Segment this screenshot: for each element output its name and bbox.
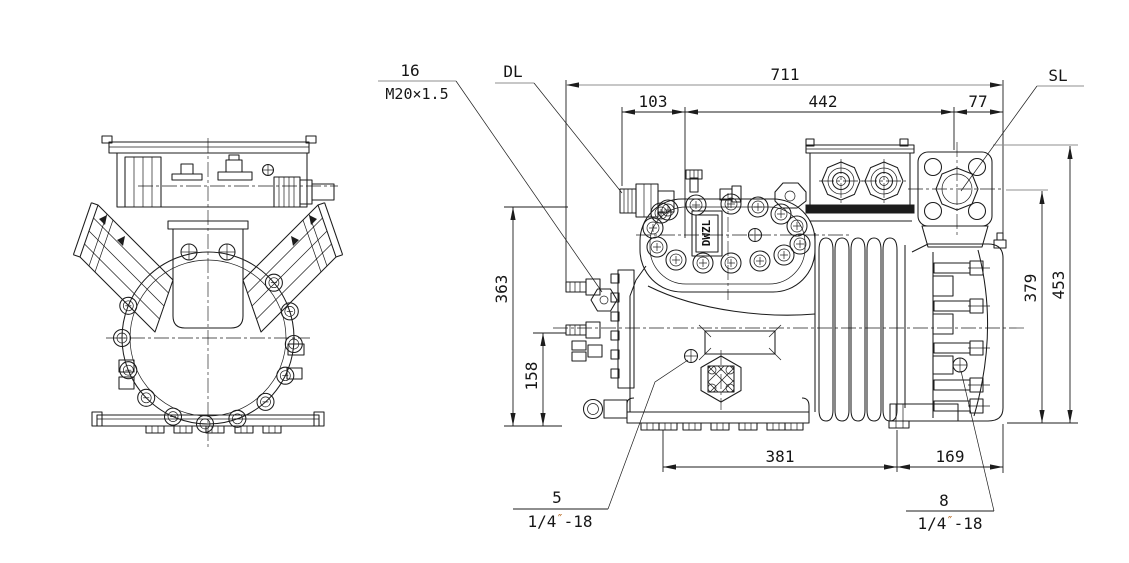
label-sl-text: SL (1048, 66, 1067, 85)
dim-442-text: 442 (809, 92, 838, 111)
dim-453-text: 453 (1049, 271, 1068, 300)
crankcase-side (626, 233, 816, 431)
valve-box (805, 138, 915, 214)
callout-5-text: 5 (552, 488, 562, 507)
dim-77-text: 77 (968, 92, 987, 111)
callout-dl: DL (495, 62, 623, 194)
front-view (72, 135, 344, 448)
callout-5-thread-text: 1/4″-18 (527, 512, 592, 531)
dim-363-text: 363 (492, 275, 511, 304)
dim-379: 379 (1021, 191, 1045, 423)
relief-valve (774, 182, 807, 209)
dim-453: 453 (1049, 146, 1073, 423)
side-plugs (118, 343, 305, 390)
shaft-seal-housing (565, 269, 635, 420)
dim-169-text: 169 (936, 447, 965, 466)
sl-flange (908, 142, 1002, 248)
cylinder-bank-right (242, 202, 344, 333)
callout-16-text: 16 (400, 61, 419, 80)
dimensions: 711 103 442 77 363 158 (492, 65, 1078, 473)
oil-sight-glass (700, 350, 742, 410)
dim-158-text: 158 (522, 362, 541, 391)
callout-dl-thread: 16 M20×1.5 (378, 61, 603, 293)
nameplate (698, 324, 782, 361)
callout-port-8: 8 1/4″-18 (906, 370, 995, 533)
dim-381-169: 381 169 (663, 447, 1003, 470)
dim-363: 363 (492, 207, 516, 426)
dim-103-442-77: 103 442 77 (622, 92, 1003, 115)
dl-fitting (619, 183, 675, 218)
dim-711-text: 711 (771, 65, 800, 84)
side-view: DWZL (553, 138, 1026, 431)
brand-logo-plate: DWZL (691, 210, 723, 257)
terminal-box (101, 135, 317, 208)
schrader-valve (685, 169, 703, 193)
label-dl-text: DL (503, 62, 522, 81)
callout-port-5: 5 1/4″-18 (513, 359, 689, 531)
small-connector (719, 185, 742, 203)
brand-logo-text: DWZL (700, 219, 713, 246)
motor-end-cover (888, 232, 1007, 429)
callout-8-text: 8 (939, 491, 949, 510)
gauge-port-5 (683, 348, 699, 364)
crankcase-front (112, 251, 303, 433)
cylinder-head: DWZL (636, 182, 852, 300)
dim-381-text: 381 (766, 447, 795, 466)
callout-m20-text: M20×1.5 (385, 85, 448, 103)
dim-158: 158 (522, 333, 546, 426)
gauge-port-8 (952, 357, 968, 373)
dim-379-text: 379 (1021, 274, 1040, 303)
center-housing (167, 220, 249, 329)
callouts: 16 M20×1.5 DL SL 5 1/4″-18 8 1/4″-18 (378, 61, 1084, 533)
cable-gland (273, 176, 335, 208)
dim-103-text: 103 (639, 92, 668, 111)
dim-711: 711 (566, 65, 1003, 88)
callout-8-thread-text: 1/4″-18 (917, 514, 982, 533)
motor-fins (810, 220, 912, 422)
cylinder-bank-left (72, 202, 174, 333)
front-base (91, 411, 325, 434)
callout-sl: SL (960, 66, 1084, 192)
